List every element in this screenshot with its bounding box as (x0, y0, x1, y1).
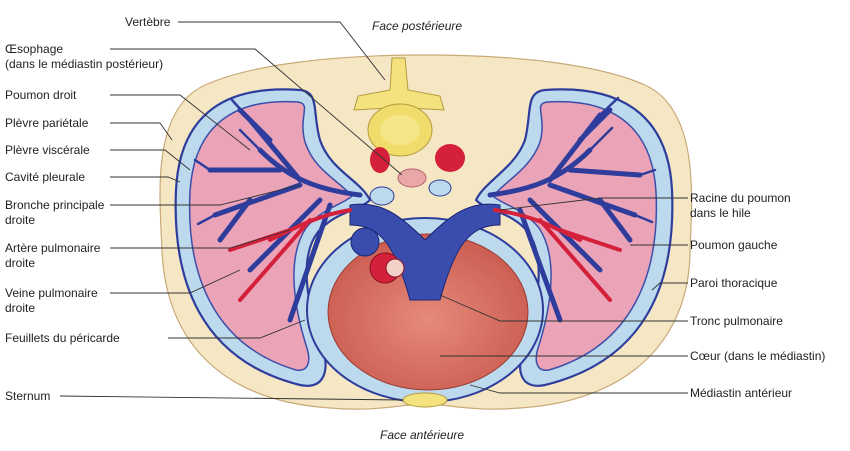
label-veine-sub: droite (5, 301, 36, 315)
label-artere-sub: droite (5, 256, 36, 270)
left-lung-vessels (487, 96, 657, 323)
label-plevre-viscerale: Plèvre viscérale (5, 143, 90, 157)
label-mediastin-anterieur: Médiastin antérieur (690, 386, 793, 400)
label-veine: Veine pulmonaire (5, 286, 98, 300)
label-paroi: Paroi thoracique (690, 276, 778, 290)
leader-lines-left (59, 21, 404, 401)
great-vessels (349, 144, 501, 301)
right-lung-vessels (193, 98, 363, 323)
label-racine: Racine du poumon (690, 191, 791, 205)
vertebra (353, 57, 445, 157)
header-anterior: Face antérieure (380, 428, 465, 442)
label-poumon-droit: Poumon droit (5, 88, 77, 102)
label-coeur: Cœur (dans le médiastin) (690, 349, 826, 363)
label-bronche: Bronche principale (5, 198, 105, 212)
label-feuillets: Feuillets du péricarde (5, 331, 120, 345)
label-tronc: Tronc pulmonaire (690, 314, 783, 328)
label-vertebre: Vertèbre (125, 15, 171, 29)
header-posterior: Face postérieure (372, 19, 463, 33)
label-artere: Artère pulmonaire (5, 241, 101, 255)
label-oesophage: Œsophage (5, 42, 64, 56)
label-cavite-pleurale: Cavité pleurale (5, 170, 86, 184)
label-racine-sub: dans le hile (690, 206, 751, 220)
label-plevre-parietale: Plèvre pariétale (5, 116, 89, 130)
label-poumon-gauche: Poumon gauche (690, 238, 778, 252)
label-oesophage-sub: (dans le médiastin postérieur) (5, 57, 164, 71)
label-bronche-sub: droite (5, 213, 36, 227)
sternum (402, 392, 448, 408)
leader-lines-right (439, 197, 688, 394)
label-sternum: Sternum (5, 389, 51, 403)
